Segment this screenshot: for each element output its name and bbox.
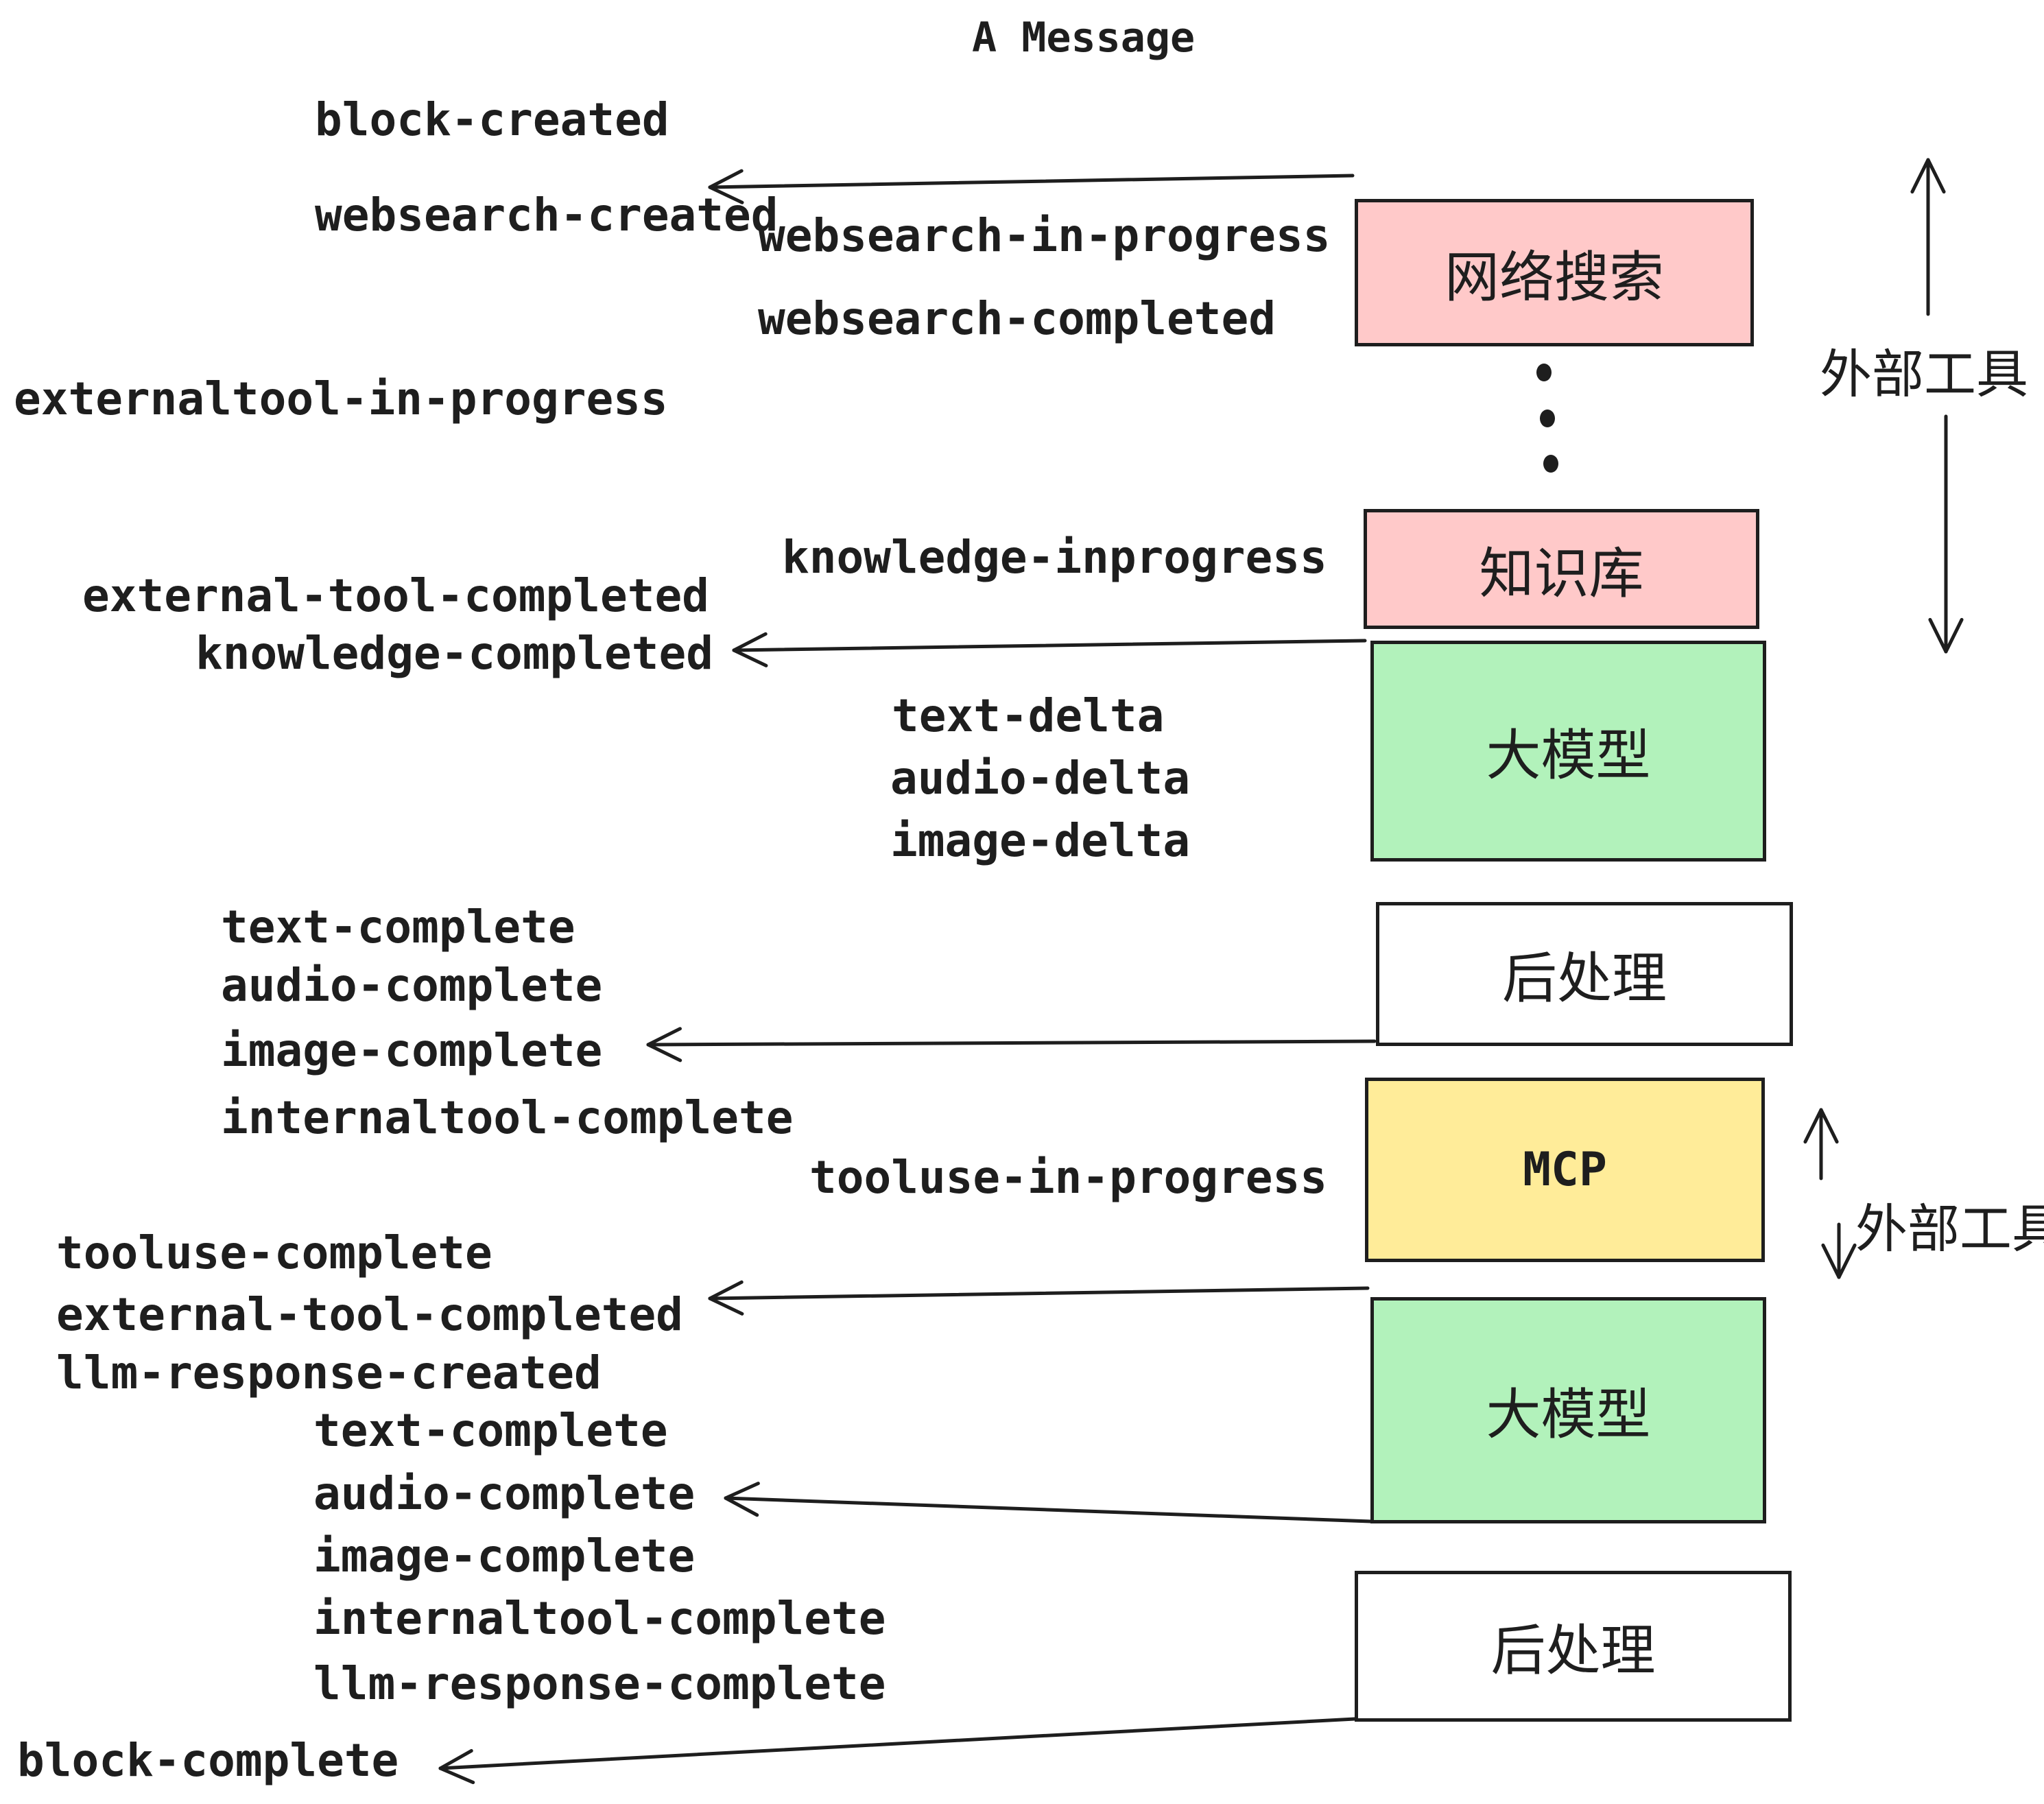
vertical-ellipsis-dot-2 <box>1540 410 1555 427</box>
label-block-complete: block-complete <box>17 1734 399 1787</box>
box-llm-1: 大模型 <box>1370 641 1766 862</box>
box-knowledge: 知识库 <box>1364 509 1759 629</box>
box-websearch: 网络搜索 <box>1355 199 1754 346</box>
arrow-external-tools-down-2 <box>1821 1222 1857 1279</box>
arrow-mcp-to-tooluse-complete <box>708 1280 1370 1316</box>
label-audio-complete-2: audio-complete <box>313 1467 696 1520</box>
box-post-processing-1-label: 后处理 <box>1502 947 1667 1010</box>
box-llm-2: 大模型 <box>1370 1297 1766 1523</box>
arrow-external-tools-up-2 <box>1803 1108 1839 1180</box>
arrow-external-tools-up-1 <box>1910 158 1946 316</box>
label-llm-response-created: llm-response-created <box>56 1346 602 1399</box>
label-image-delta-1: image-delta <box>890 814 1191 867</box>
box-llm-2-label: 大模型 <box>1486 1383 1651 1447</box>
label-audio-complete-1: audio-complete <box>221 959 603 1012</box>
label-internaltool-complete-2: internaltool-complete <box>313 1592 886 1645</box>
box-knowledge-label: 知识库 <box>1479 541 1644 606</box>
label-text-complete-1: text-complete <box>221 901 575 953</box>
box-post-processing-1: 后处理 <box>1376 902 1793 1046</box>
box-websearch-label: 网络搜索 <box>1445 245 1664 309</box>
arrow-external-tools-down-1 <box>1928 414 1964 654</box>
label-knowledge-completed: knowledge-completed <box>195 627 713 680</box>
label-image-complete-2: image-complete <box>313 1530 696 1582</box>
arrow-post1-to-image-complete <box>646 1027 1377 1063</box>
label-websearch-created: websearch-created <box>315 189 779 241</box>
box-llm-1-label: 大模型 <box>1486 724 1651 787</box>
box-post-processing-2: 后处理 <box>1355 1571 1792 1722</box>
box-mcp: MCP <box>1365 1078 1765 1262</box>
arrow-llm2-to-audio-complete <box>724 1482 1372 1523</box>
label-text-complete-2: text-complete <box>313 1404 668 1457</box>
label-knowledge-inprogress: knowledge-inprogress <box>782 531 1327 584</box>
label-image-complete-1: image-complete <box>221 1024 603 1077</box>
page-title: A Message <box>972 14 1196 62</box>
label-external-tool-completed-1: external-tool-completed <box>82 569 709 622</box>
label-websearch-completed: websearch-completed <box>758 292 1276 345</box>
arrow-knowledge-to-completed <box>732 632 1367 667</box>
label-audio-delta-1: audio-delta <box>890 752 1191 805</box>
label-websearch-in-progress: websearch-in-progress <box>758 209 1331 262</box>
label-llm-response-complete: llm-response-complete <box>313 1657 886 1710</box>
vertical-ellipsis-dot-3 <box>1543 455 1558 473</box>
box-post-processing-2-label: 后处理 <box>1490 1619 1656 1683</box>
label-internaltool-complete-1: internaltool-complete <box>221 1091 794 1144</box>
arrow-post2-to-block-complete <box>438 1717 1357 1785</box>
side-label-external-tools-2: 外部工具 <box>1855 1198 2044 1259</box>
side-label-external-tools-1: 外部工具 <box>1820 344 2028 405</box>
label-tooluse-complete: tooluse-complete <box>56 1226 492 1279</box>
label-externaltool-in-progress: externaltool-in-progress <box>14 372 668 425</box>
label-block-created: block-created <box>315 93 669 146</box>
arrow-websearch-to-block-created <box>708 169 1355 204</box>
label-tooluse-in-progress: tooluse-in-progress <box>809 1151 1327 1204</box>
label-text-delta-1: text-delta <box>892 689 1165 742</box>
vertical-ellipsis-dot-1 <box>1536 364 1552 381</box>
box-mcp-label: MCP <box>1523 1143 1607 1197</box>
label-external-tool-completed-2: external-tool-completed <box>56 1288 683 1341</box>
